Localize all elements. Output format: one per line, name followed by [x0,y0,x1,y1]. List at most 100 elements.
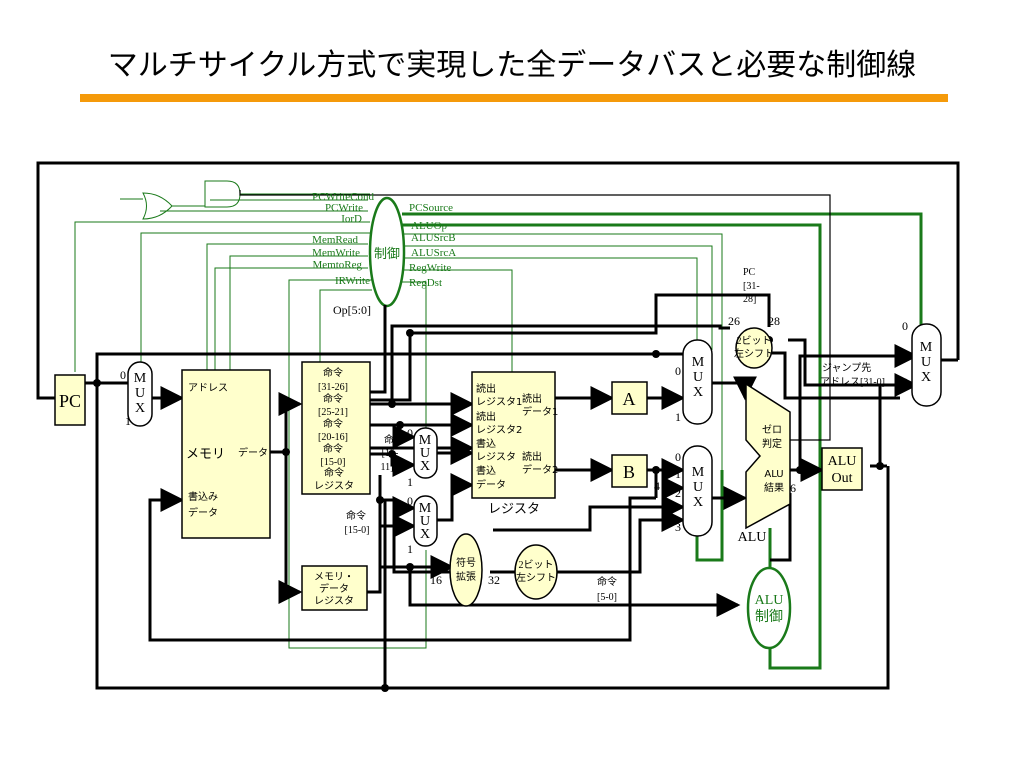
svg-text:命令: 命令 [323,366,343,379]
svg-text:2: 2 [902,375,908,389]
svg-text:MemtoReg: MemtoReg [313,259,363,271]
svg-text:U: U [420,514,430,529]
svg-text:0: 0 [407,494,413,508]
svg-text:ジャンプ先: ジャンプ先 [822,362,871,374]
svg-text:ALUSrcA: ALUSrcA [411,247,456,259]
svg-text:11]: 11] [381,462,394,473]
instruction-register: 命令 [31-26] 命令 [25-21] 命令 [20-16] 命令 [15-… [301,361,371,495]
svg-text:結果: 結果 [764,481,784,494]
page-title: マルチサイクル方式で実現した全データバスと必要な制御線 [107,48,917,83]
shift-left-2-jump: 2ビット 左シフト [734,327,774,369]
control-unit [368,196,406,308]
svg-text:X: X [693,385,703,400]
svg-text:[5-0]: [5-0] [597,592,617,603]
memory-unit: アドレス メモリ データ 書込み データ [181,369,271,539]
mux-address: M U X 0 1 [120,361,153,428]
svg-text:28]: 28] [743,294,756,305]
svg-text:レジスタ: レジスタ [314,480,354,492]
svg-text:命令: 命令 [346,509,366,522]
register-file-name: レジスタ [488,502,540,517]
svg-text:左シフト: 左シフト [734,347,774,360]
mux-alusrcb: M U X 0 1 2 3 4 [654,445,713,537]
control-lines [74,180,923,670]
mux-memtoreg: M U X 0 1 [407,494,438,556]
svg-text:ALU: ALU [764,469,783,480]
svg-text:X: X [420,527,430,542]
svg-text:2ビット: 2ビット [737,335,772,347]
svg-text:[31-: [31- [743,281,760,292]
mux-pcsource: M U X 0 1 2 [902,319,942,407]
svg-text:符号: 符号 [456,556,476,569]
svg-text:拡張: 拡張 [456,570,476,583]
register-b: B [611,454,648,488]
svg-text:PCSource: PCSource [409,202,453,214]
svg-text:[15-: [15- [382,448,399,459]
svg-text:0: 0 [120,368,126,382]
memory-data-register: メモリ・ データ レジスタ [301,565,368,611]
svg-text:レジスタ1: レジスタ1 [476,396,522,408]
svg-text:B: B [623,462,635,482]
svg-text:MemWrite: MemWrite [312,247,360,259]
svg-text:M: M [692,465,705,480]
svg-text:Op[5:0]: Op[5:0] [333,303,371,317]
mux-alusrca: M U X 0 1 [675,339,713,425]
svg-text:PCWriteCond: PCWriteCond [312,191,374,203]
svg-text:データ: データ [319,582,349,595]
svg-text:メモリ・: メモリ・ [314,572,354,583]
svg-text:U: U [693,480,703,495]
svg-text:U: U [921,355,931,370]
svg-text:1: 1 [675,467,681,481]
or-gate [142,192,173,220]
svg-text:26: 26 [728,314,740,328]
svg-text:命令: 命令 [323,417,343,430]
alu: ゼロ 判定 ALU 結果 ALU [738,382,791,545]
svg-text:1: 1 [407,542,413,556]
svg-text:命令: 命令 [323,442,343,455]
svg-text:M: M [692,355,705,370]
svg-text:RegWrite: RegWrite [409,262,451,274]
svg-text:制御: 制御 [755,609,783,625]
svg-text:命令: 命令 [324,466,344,479]
svg-text:PCWrite: PCWrite [325,202,363,214]
svg-text:書込: 書込 [476,464,496,477]
svg-text:U: U [693,370,703,385]
alu-label: ALU [738,530,767,545]
svg-text:Out: Out [832,471,853,486]
svg-text:0: 0 [675,364,681,378]
svg-text:書込: 書込 [476,437,496,450]
svg-text:ゼロ: ゼロ [762,424,782,436]
wire-labels: 命令 [15- 11] 命令 [15-0] 命令 [5-0] PC [31- 2… [345,267,886,603]
svg-text:レジスタ: レジスタ [314,595,354,607]
svg-text:[20-16]: [20-16] [318,432,348,443]
svg-text:レジスタ2: レジスタ2 [476,424,522,436]
svg-text:PC: PC [743,267,756,278]
svg-text:M: M [134,371,147,386]
svg-text:命令: 命令 [323,392,343,405]
sign-extend: 符号 拡張 [449,533,483,607]
svg-text:1: 1 [902,350,908,364]
svg-text:ALU: ALU [828,454,857,469]
svg-text:A: A [623,389,636,409]
svg-text:データ: データ [476,478,506,491]
svg-text:4: 4 [654,479,660,493]
svg-text:6: 6 [790,481,796,495]
svg-text:U: U [135,386,145,401]
svg-text:16: 16 [430,573,442,587]
svg-text:命令: 命令 [597,575,617,588]
mux-regdst: M U X 0 1 [407,426,438,489]
svg-text:読出: 読出 [522,450,542,463]
svg-text:アドレス: アドレス [188,383,228,394]
svg-text:0: 0 [675,450,681,464]
svg-text:データ: データ [188,506,218,519]
svg-text:データ2: データ2 [522,463,558,476]
svg-text:ALU: ALU [755,593,784,608]
register-file: 読出 レジスタ1 読出 レジスタ2 書込 レジスタ 書込 データ 読出 データ1… [471,371,558,517]
svg-text:32: 32 [488,573,500,587]
svg-text:1: 1 [675,410,681,424]
shift-left-2-branch: 2ビット 左シフト [514,544,558,600]
title-underline [80,94,948,102]
svg-text:ALUOp: ALUOp [411,220,448,232]
control-labels: 制御 Op[5:0] PCWriteCond PCWrite IorD MemR… [312,191,456,317]
svg-text:ALUSrcB: ALUSrcB [411,232,456,244]
svg-text:0: 0 [902,319,908,333]
